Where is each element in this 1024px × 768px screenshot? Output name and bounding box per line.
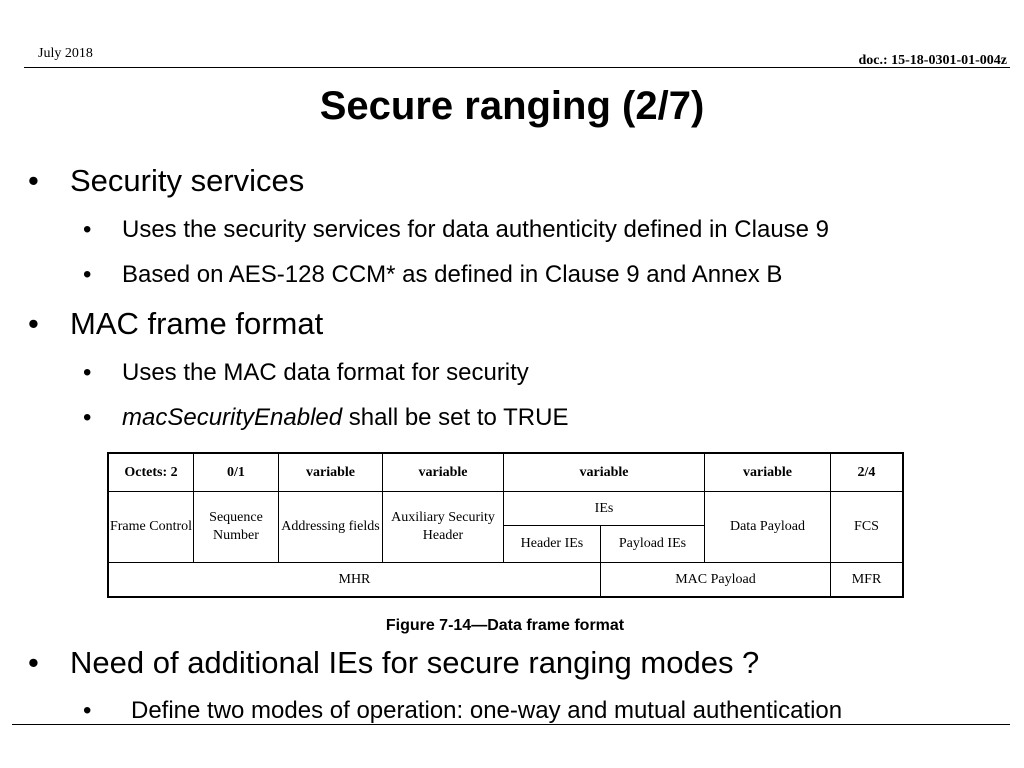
- header-date: July 2018: [38, 46, 93, 61]
- field-cell: Data Payload: [704, 490, 831, 563]
- octets-cell: variable: [382, 452, 504, 492]
- bullet-mac-frame-format: • MAC frame format: [28, 306, 323, 342]
- sub-bullet: • Uses the MAC data format for security: [83, 359, 529, 387]
- sub-bullet: • Define two modes of operation: one-way…: [83, 697, 842, 725]
- octets-cell: variable: [278, 452, 383, 492]
- data-frame-format-table: Octets: 2 0/1 variable variable variable…: [107, 452, 904, 598]
- bullet-dot: •: [28, 645, 39, 680]
- group-cell: MAC Payload: [599, 561, 832, 598]
- field-cell: FCS: [830, 490, 904, 563]
- field-cell: Sequence Number: [193, 490, 279, 563]
- bullet-dot: •: [83, 216, 92, 243]
- sub-bullet-rest: shall be set to TRUE: [342, 404, 569, 431]
- slide-title: Secure ranging (2/7): [319, 84, 705, 128]
- sub-bullet: • macSecurityEnabled shall be set to TRU…: [83, 404, 568, 432]
- sub-bullet-text: Uses the MAC data format for security: [122, 359, 529, 386]
- header-doc-id: doc.: 15-18-0301-01-004z: [858, 53, 1007, 68]
- ie-subfield-cell: Header IEs: [503, 525, 601, 563]
- bullet-text: MAC frame format: [70, 306, 324, 341]
- bullet-dot: •: [83, 697, 92, 724]
- bullet-dot: •: [28, 306, 39, 341]
- octets-cell: 2/4: [830, 452, 904, 492]
- sub-bullet: • Uses the security services for data au…: [83, 216, 829, 244]
- octets-cell: 0/1: [193, 452, 279, 492]
- sub-bullet-text: Define two modes of operation: one-way a…: [131, 697, 843, 724]
- bullet-text: Security services: [70, 163, 305, 198]
- group-cell: MHR: [107, 561, 601, 598]
- bullet-dot: •: [83, 404, 92, 431]
- sub-bullet-text: Uses the security services for data auth…: [122, 216, 830, 243]
- field-cell: IEs: [503, 490, 705, 527]
- bullet-security-services: • Security services: [28, 163, 304, 199]
- octets-cell: variable: [704, 452, 831, 492]
- bullet-dot: •: [28, 163, 39, 198]
- sub-bullet-text: macSecurityEnabled shall be set to TRUE: [122, 404, 568, 432]
- field-cell: Auxiliary Security Header: [382, 490, 504, 563]
- octets-cell: variable: [503, 452, 705, 492]
- header-rule: [24, 67, 1010, 68]
- figure-caption: Figure 7-14—Data frame format: [385, 617, 625, 634]
- italic-term: macSecurityEnabled: [122, 404, 343, 431]
- bullet-text: Need of additional IEs for secure rangin…: [70, 645, 760, 680]
- bullet-dot: •: [83, 359, 92, 386]
- footer-rule: [12, 724, 1010, 725]
- bullet-dot: •: [83, 261, 92, 288]
- bullet-additional-ies: • Need of additional IEs for secure rang…: [28, 645, 759, 681]
- sub-bullet-text: Based on AES-128 CCM* as defined in Clau…: [122, 261, 783, 288]
- octets-cell: Octets: 2: [107, 452, 194, 492]
- field-cell: Addressing fields: [278, 490, 383, 563]
- sub-bullet: • Based on AES-128 CCM* as defined in Cl…: [83, 261, 782, 289]
- group-cell: MFR: [830, 561, 904, 598]
- field-cell: Frame Control: [107, 490, 194, 563]
- ie-subfield-cell: Payload IEs: [599, 525, 706, 563]
